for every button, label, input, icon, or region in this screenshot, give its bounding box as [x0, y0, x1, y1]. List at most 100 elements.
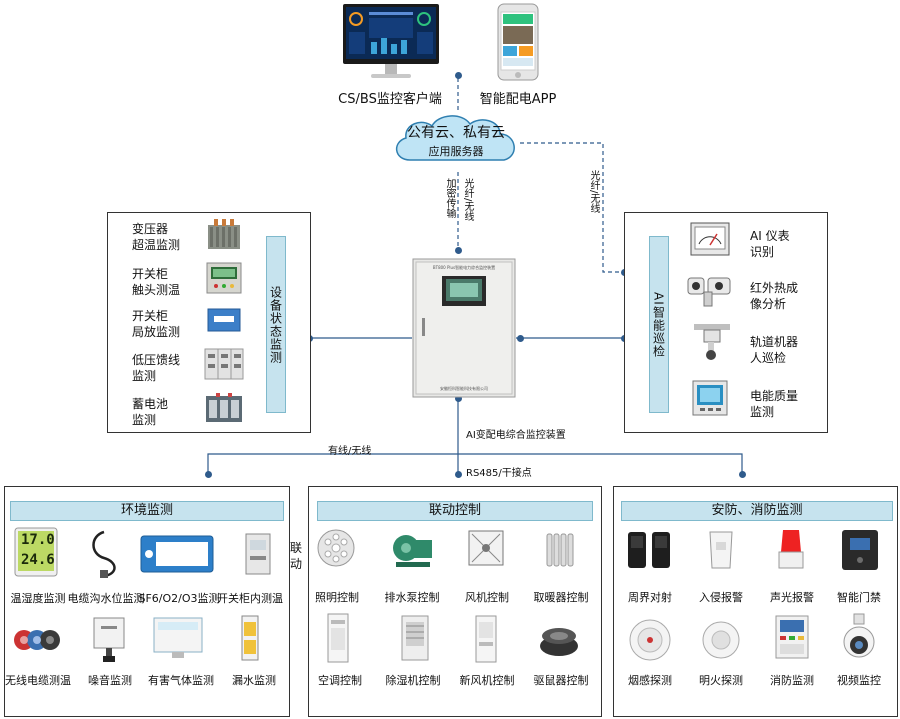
meter-icon — [690, 222, 730, 256]
water-leak-icon — [238, 614, 262, 662]
flame-detector-icon — [700, 620, 742, 660]
transformer-icon — [204, 217, 244, 251]
wired-wireless-label: 有线/无线 — [328, 446, 372, 457]
phone-icon — [496, 2, 540, 82]
security-item-label-6: 消防监测 — [770, 674, 814, 687]
junction-dot — [455, 247, 462, 254]
linkage-item-label-0: 照明控制 — [315, 591, 359, 604]
hygrometer-display-top: 17.0 — [21, 532, 55, 548]
perimeter-beam-icon — [626, 528, 672, 572]
fiber-wireless-right-label: 光纤/无线 — [588, 170, 599, 214]
env-item-label-7: 漏水监测 — [232, 674, 276, 687]
linkage-control-panel — [308, 486, 602, 717]
security-item-label-3: 智能门禁 — [837, 591, 881, 604]
junction-dot — [739, 471, 746, 478]
linkage-label: 联动 — [290, 541, 303, 571]
fire-panel-icon — [774, 614, 810, 660]
env-item-label-4: 无线电缆测温 — [5, 674, 71, 687]
access-control-icon — [840, 528, 880, 572]
smoke-detector-icon — [628, 618, 672, 662]
cs-client-label: CS/BS监控客户端 — [338, 92, 442, 107]
thermal-camera-icon — [686, 274, 732, 308]
environment-title: 环境监测 — [10, 501, 284, 521]
encrypt-label: 加密传输 — [444, 178, 455, 218]
cloud-title: 公有云、私有云 — [407, 125, 505, 141]
environment-panel — [4, 486, 290, 717]
security-item-label-5: 明火探测 — [699, 674, 743, 687]
left-item-label-0: 变压器 超温监测 — [132, 222, 181, 252]
right-item-label-3: 电能质量 监测 — [750, 389, 799, 419]
switchgear-temp-icon — [206, 262, 242, 294]
left-item-label-1: 开关柜 触头测温 — [132, 267, 181, 297]
air-conditioner-icon — [326, 612, 350, 664]
junction-dot — [205, 471, 212, 478]
rodent-repeller-icon — [538, 622, 580, 658]
low-voltage-feeder-icon — [204, 348, 244, 380]
cloud-subtitle: 应用服务器 — [428, 145, 484, 158]
device-status-title: 设备状态监测 — [266, 236, 286, 413]
rs485-label: RS485/干接点 — [466, 468, 532, 479]
gas-sensor-icon — [140, 532, 214, 576]
ai-inspection-title: AI智能巡检 — [649, 236, 669, 413]
security-item-label-4: 烟感探测 — [628, 674, 672, 687]
env-item-label-3: 开关柜内测温 — [217, 592, 283, 605]
partial-discharge-icon — [206, 305, 242, 335]
dehumidifier-icon — [400, 614, 430, 662]
security-item-label-7: 视频监控 — [837, 674, 881, 687]
junction-dot — [517, 335, 524, 342]
power-quality-icon — [692, 380, 728, 416]
heater-icon — [544, 530, 578, 570]
right-item-label-0: AI 仪表 识别 — [750, 229, 790, 259]
app-label: 智能配电APP — [479, 92, 557, 107]
junction-dot — [455, 72, 462, 79]
linkage-item-label-5: 除湿机控制 — [385, 674, 441, 687]
right-item-label-1: 红外热成 像分析 — [750, 281, 799, 311]
linkage-item-label-6: 新风机控制 — [459, 674, 515, 687]
hygrometer-display-bottom: 24.6 — [21, 552, 55, 568]
cabinet-temp-icon — [244, 532, 272, 576]
fiber-wireless-center-label: 光纤/无线 — [462, 178, 473, 222]
linkage-item-label-4: 空调控制 — [318, 674, 362, 687]
linkage-control-title: 联动控制 — [317, 501, 593, 521]
env-item-label-0: 温湿度监测 — [10, 592, 66, 605]
security-item-label-0: 周界对射 — [628, 591, 672, 604]
env-item-label-5: 噪音监测 — [88, 674, 132, 687]
intrusion-alarm-icon — [706, 528, 736, 572]
ptz-camera-icon — [842, 612, 876, 664]
security-item-label-2: 声光报警 — [770, 591, 814, 604]
device-label: AI变配电综合监控装置 — [466, 430, 566, 441]
security-panel — [613, 486, 898, 717]
noise-sensor-icon — [92, 614, 126, 664]
junction-dot — [455, 471, 462, 478]
linkage-item-label-1: 排水泵控制 — [384, 591, 440, 604]
harmful-gas-icon — [150, 616, 206, 660]
right-item-label-2: 轨道机器 人巡检 — [750, 335, 799, 365]
security-title: 安防、消防监测 — [621, 501, 893, 521]
water-level-sensor-icon — [84, 530, 124, 578]
pump-icon — [390, 528, 434, 570]
cloud-icon — [390, 110, 522, 172]
thermo-hygrometer-icon — [14, 527, 58, 577]
fresh-air-icon — [474, 614, 498, 664]
linkage-item-label-2: 风机控制 — [465, 591, 509, 604]
left-item-label-3: 低压馈线 监测 — [132, 353, 181, 383]
junction-dot — [455, 395, 462, 402]
rail-robot-icon — [690, 322, 734, 362]
strobe-siren-icon — [776, 526, 806, 572]
env-item-label-1: 电缆沟水位监测 — [67, 592, 145, 605]
linkage-item-label-3: 取暖器控制 — [533, 591, 589, 604]
left-item-label-4: 蓄电池 监测 — [132, 397, 169, 427]
monitor-icon — [341, 2, 441, 82]
env-item-label-6: 有害气体监测 — [148, 674, 214, 687]
monitoring-cabinet-icon — [412, 258, 516, 398]
battery-icon — [204, 392, 244, 424]
fan-icon — [468, 530, 504, 566]
linkage-item-label-7: 驱鼠器控制 — [533, 674, 589, 687]
device-maker: 安徽恒科智能科技有限公司 — [440, 386, 488, 391]
left-item-label-2: 开关柜 局放监测 — [132, 309, 181, 339]
lighting-icon — [316, 528, 356, 568]
env-item-label-2: SF6/O2/O3监测 — [138, 592, 220, 605]
device-panel-title: BT800 Plus智能电力综合监控装置 — [432, 265, 496, 270]
wireless-cable-temp-icon — [12, 616, 62, 660]
